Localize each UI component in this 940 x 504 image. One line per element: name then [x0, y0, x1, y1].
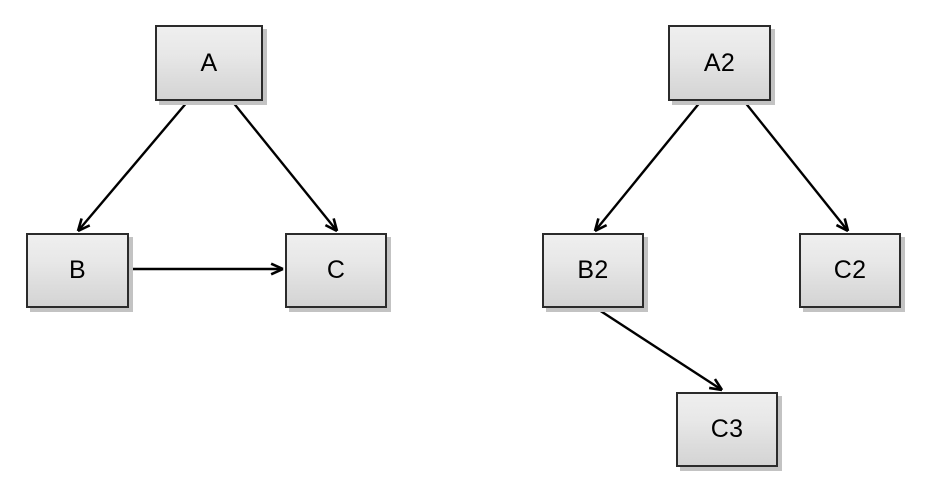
arrowhead-barb [77, 224, 91, 233]
node-c2[interactable]: C2 [799, 233, 901, 308]
arrowhead-barb [76, 218, 83, 232]
node-c[interactable]: C [285, 233, 387, 308]
node-c3[interactable]: C3 [676, 392, 778, 467]
edge-line [595, 306, 723, 392]
edge-a-to-c[interactable] [231, 100, 339, 233]
arrowhead-barb [713, 378, 724, 391]
node-b[interactable]: B [26, 233, 129, 308]
edge-line [77, 100, 189, 232]
arrowhead-barb [324, 223, 338, 233]
edge-a2-to-b2[interactable] [593, 100, 702, 233]
edge-a-to-b[interactable] [76, 100, 189, 233]
edge-a2-to-c2[interactable] [743, 100, 850, 233]
node-label: C2 [833, 256, 867, 284]
node-label: A2 [703, 48, 736, 77]
node-b2[interactable]: B2 [542, 233, 644, 308]
edge-b-to-c[interactable] [131, 262, 284, 276]
arrowhead-barb [593, 218, 600, 232]
node-label: A [200, 48, 218, 77]
edge-line [594, 100, 702, 232]
node-a[interactable]: A [155, 25, 263, 101]
node-a2[interactable]: A2 [668, 25, 771, 101]
arrowhead-barb [708, 386, 723, 392]
arrowhead-barb [594, 223, 608, 233]
arrowhead-barb [332, 218, 339, 232]
arrowhead-barb [270, 262, 284, 271]
arrowhead-barb [270, 267, 284, 276]
node-label: C3 [710, 415, 744, 443]
arrowhead-barb [843, 218, 850, 232]
node-label: B2 [577, 256, 609, 284]
arrowhead-barb [835, 223, 849, 233]
edge-line [231, 100, 338, 232]
node-label: B [69, 256, 86, 284]
node-label: C [326, 256, 346, 284]
edge-b2-to-c3[interactable] [595, 306, 724, 392]
edge-line [743, 100, 849, 232]
